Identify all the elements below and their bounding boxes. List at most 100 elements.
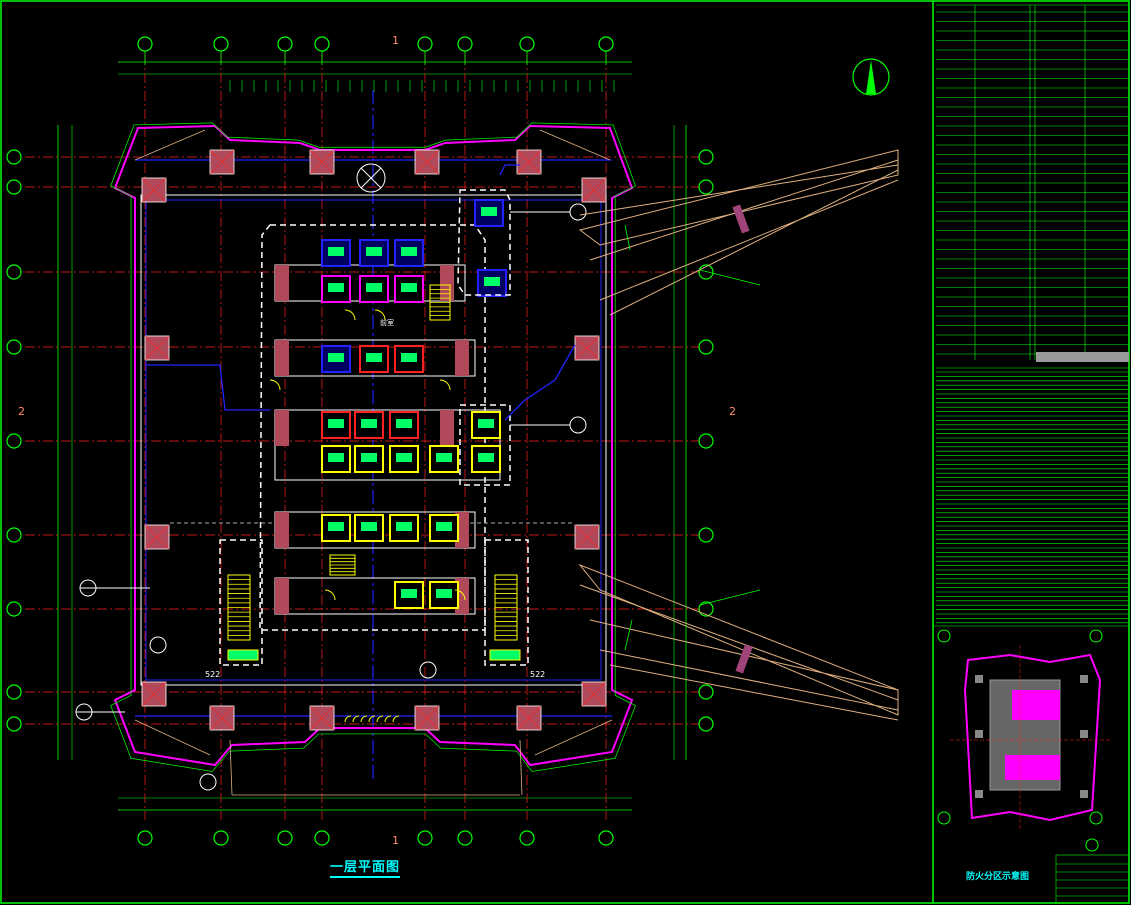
elevator-cab: [429, 581, 459, 609]
column-x: [516, 705, 542, 731]
column-x: [141, 177, 167, 203]
elevator-tag: [328, 522, 344, 531]
grid-bubble-top: [314, 36, 330, 52]
door-swing: [374, 309, 386, 321]
elevator-tag: [401, 283, 417, 292]
elevator-tag: [366, 353, 382, 362]
mini-envelope: [963, 653, 1102, 822]
mini-column: [1080, 675, 1088, 683]
grid-bubble-top: [457, 36, 473, 52]
revolving-door-x: [360, 167, 382, 189]
grid-bubble-bottom: [417, 830, 433, 846]
mini-column: [975, 730, 983, 738]
grid-bubble-left: [6, 684, 22, 700]
elevator-tag: [328, 247, 344, 256]
grid-bubble-left: [6, 149, 22, 165]
section-mark-top: 1: [392, 34, 399, 47]
elevator-tag: [361, 453, 377, 462]
elevator-tag: [401, 353, 417, 362]
access-ramps: [578, 149, 899, 721]
mini-grid-bubble: [1089, 811, 1103, 825]
elevator-tag: [328, 283, 344, 292]
grid-bubble-left: [6, 179, 22, 195]
detail-callout: [149, 636, 167, 654]
ramp-upper: [578, 149, 899, 246]
grid-bubble-right: [698, 264, 714, 280]
core-column: [440, 265, 454, 301]
column-x: [141, 681, 167, 707]
column-x: [574, 524, 600, 550]
elevator-tag: [436, 522, 452, 531]
door-swing: [324, 589, 336, 601]
elevator-tag: [328, 419, 344, 428]
grid-bubble-bottom: [314, 830, 330, 846]
column-x: [309, 705, 335, 731]
elevator-cab: [321, 345, 351, 373]
elevator-tag: [478, 419, 494, 428]
section-mark-right: 2: [729, 405, 736, 418]
grid-bubble-right: [698, 433, 714, 449]
grid-bubble-bottom: [457, 830, 473, 846]
column-x: [516, 149, 542, 175]
core-column: [440, 410, 454, 446]
elevator-tag: [478, 453, 494, 462]
ramp-upper-edge: [579, 159, 899, 316]
elevator-tag: [396, 522, 412, 531]
door-swing: [368, 715, 376, 723]
north-arrow-icon: [852, 58, 890, 96]
grid-bubble-right: [698, 339, 714, 355]
mini-column: [975, 790, 983, 798]
grid-bubble-top: [598, 36, 614, 52]
elevator-cab: [359, 239, 389, 267]
grid-bubble-left: [6, 601, 22, 617]
grid-bubble-bottom: [519, 830, 535, 846]
core-column: [275, 578, 289, 614]
column-x: [414, 149, 440, 175]
dimension-label-left: 522: [205, 670, 221, 679]
column-x: [144, 524, 170, 550]
ramp-lower: [578, 563, 899, 716]
ramp-leader: [624, 224, 761, 651]
title-block-table: [933, 4, 1130, 904]
grid-bubble-right: [698, 716, 714, 732]
grid-bubble-right: [698, 601, 714, 617]
core-column: [275, 340, 289, 376]
door-swing: [344, 715, 352, 723]
mini-grid-bubble: [937, 629, 951, 643]
grid-bubble-right: [698, 527, 714, 543]
grid-bubble-top: [519, 36, 535, 52]
door-swing: [392, 715, 400, 723]
elevator-tag: [396, 419, 412, 428]
first-floor-plan: [6, 36, 714, 846]
elevator-tag: [481, 207, 497, 216]
inner-curtain: [145, 199, 602, 681]
section-mark-left: 2: [18, 405, 25, 418]
door-swing: [352, 715, 360, 723]
grid-bubble-top: [277, 36, 293, 52]
mini-zone-2: [1005, 755, 1060, 780]
elevator-tag: [361, 419, 377, 428]
door-swing: [439, 379, 451, 391]
mini-column: [975, 675, 983, 683]
core-column: [275, 265, 289, 301]
stair-boundary: [484, 539, 529, 666]
grid-bubble-bottom: [137, 830, 153, 846]
ramp-joint: [732, 204, 750, 234]
shaft-boundary: [459, 404, 511, 486]
grid-bubble-right: [698, 684, 714, 700]
elevator-tag: [396, 453, 412, 462]
grid-bubble-left: [6, 433, 22, 449]
elevator-tag: [484, 277, 500, 286]
column-x: [209, 705, 235, 731]
door-swing: [269, 379, 281, 391]
detail-callout: [569, 203, 587, 221]
tb-gray-band: [1036, 352, 1129, 362]
mini-grid-bubble: [937, 811, 951, 825]
elevator-tag: [366, 283, 382, 292]
fire-zone-title: 防火分区示意图: [966, 872, 1030, 882]
room-label: 前室: [380, 319, 394, 327]
elevator-cab: [477, 269, 507, 297]
door-swing: [454, 589, 466, 601]
inner-wall: [140, 194, 607, 686]
